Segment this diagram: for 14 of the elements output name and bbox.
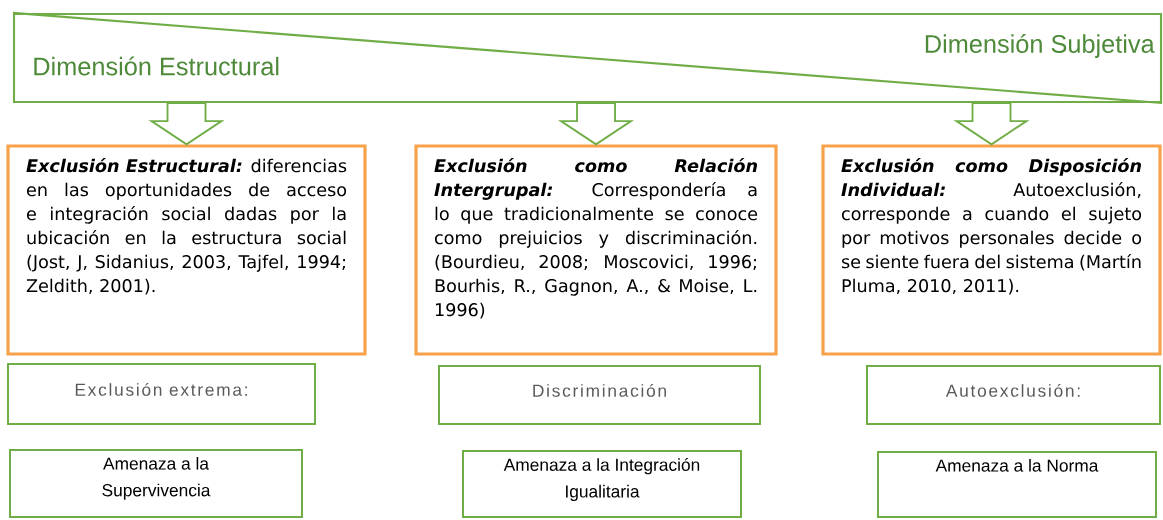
band-label: Dimensión Subjetiva [925,34,1155,58]
text-box: Exclusión Estructural: diferencias en las oportunidades de acceso e integración social dadas por la ubicación en la estructura social (Jost, J, Sidanius, 2003, Tajfel, 1994; Zeldith, 2001). [6,144,367,356]
threat-box: Amenaza a la Integración Igualitaria [462,450,742,518]
text-box: Exclusión como Disposición Individual: Autoexclusión, corresponde a cuando el sujeto por motivos personales decide o se siente fuera del sistema (Martín Pluma, 2010, 2011). [821,144,1162,356]
block-arrow [953,102,1030,146]
threat-box: Amenaza a la Norma [877,451,1157,518]
category-box: Autoexclusión: [866,365,1161,425]
band-label: Dimensión Estructural [34,56,279,76]
category-box: Discriminación [438,365,761,425]
threat-box: Amenaza a la Supervivencia [9,449,303,518]
block-arrow [557,102,635,146]
category-box: Exclusión extrema: [7,363,316,425]
block-arrow [148,102,225,146]
text-box: Exclusión como Relación Intergrupal: Correspondería a lo que tradicionalmente se conoce como prejuicios y discriminación. (Bourdieu, 2008; Moscovici, 1996; Bourhis, R., Gagnon, A., & Moise, L. 1996) [414,144,778,356]
